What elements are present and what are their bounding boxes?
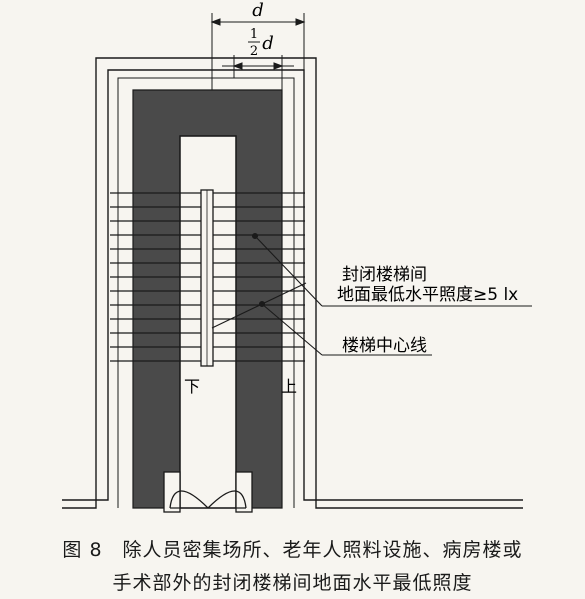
dimension-d-label: d <box>252 0 264 21</box>
half-dimension-numerator: 1 <box>250 27 258 42</box>
stair-down-label: 下 <box>184 377 200 396</box>
dimension-lines <box>210 13 306 90</box>
leader-lines <box>211 232 532 356</box>
centerline-callout: 楼梯中心线 <box>342 336 427 356</box>
figure-caption-line-1: 图 8 除人员密集场所、老年人照料设施、病房楼或 <box>62 539 523 561</box>
half-dimension-d-label: d <box>262 33 274 54</box>
illuminance-requirement-callout: 地面最低水平照度≥5 lx <box>337 285 518 305</box>
stairwell-plan-diagram: d 1 2 d 封闭楼梯间 地面最低水平照度≥5 lx 楼梯中心线 下 上 <box>62 0 532 513</box>
stairwell-walls <box>62 57 523 509</box>
half-dimension-denominator: 2 <box>250 44 258 59</box>
figure-caption-line-2: 手术部外的封闭楼梯间地面水平最低照度 <box>112 572 473 594</box>
stairwell-name-callout: 封闭楼梯间 <box>342 265 427 285</box>
entrance-door <box>163 471 253 513</box>
stair-up-label: 上 <box>281 377 297 396</box>
